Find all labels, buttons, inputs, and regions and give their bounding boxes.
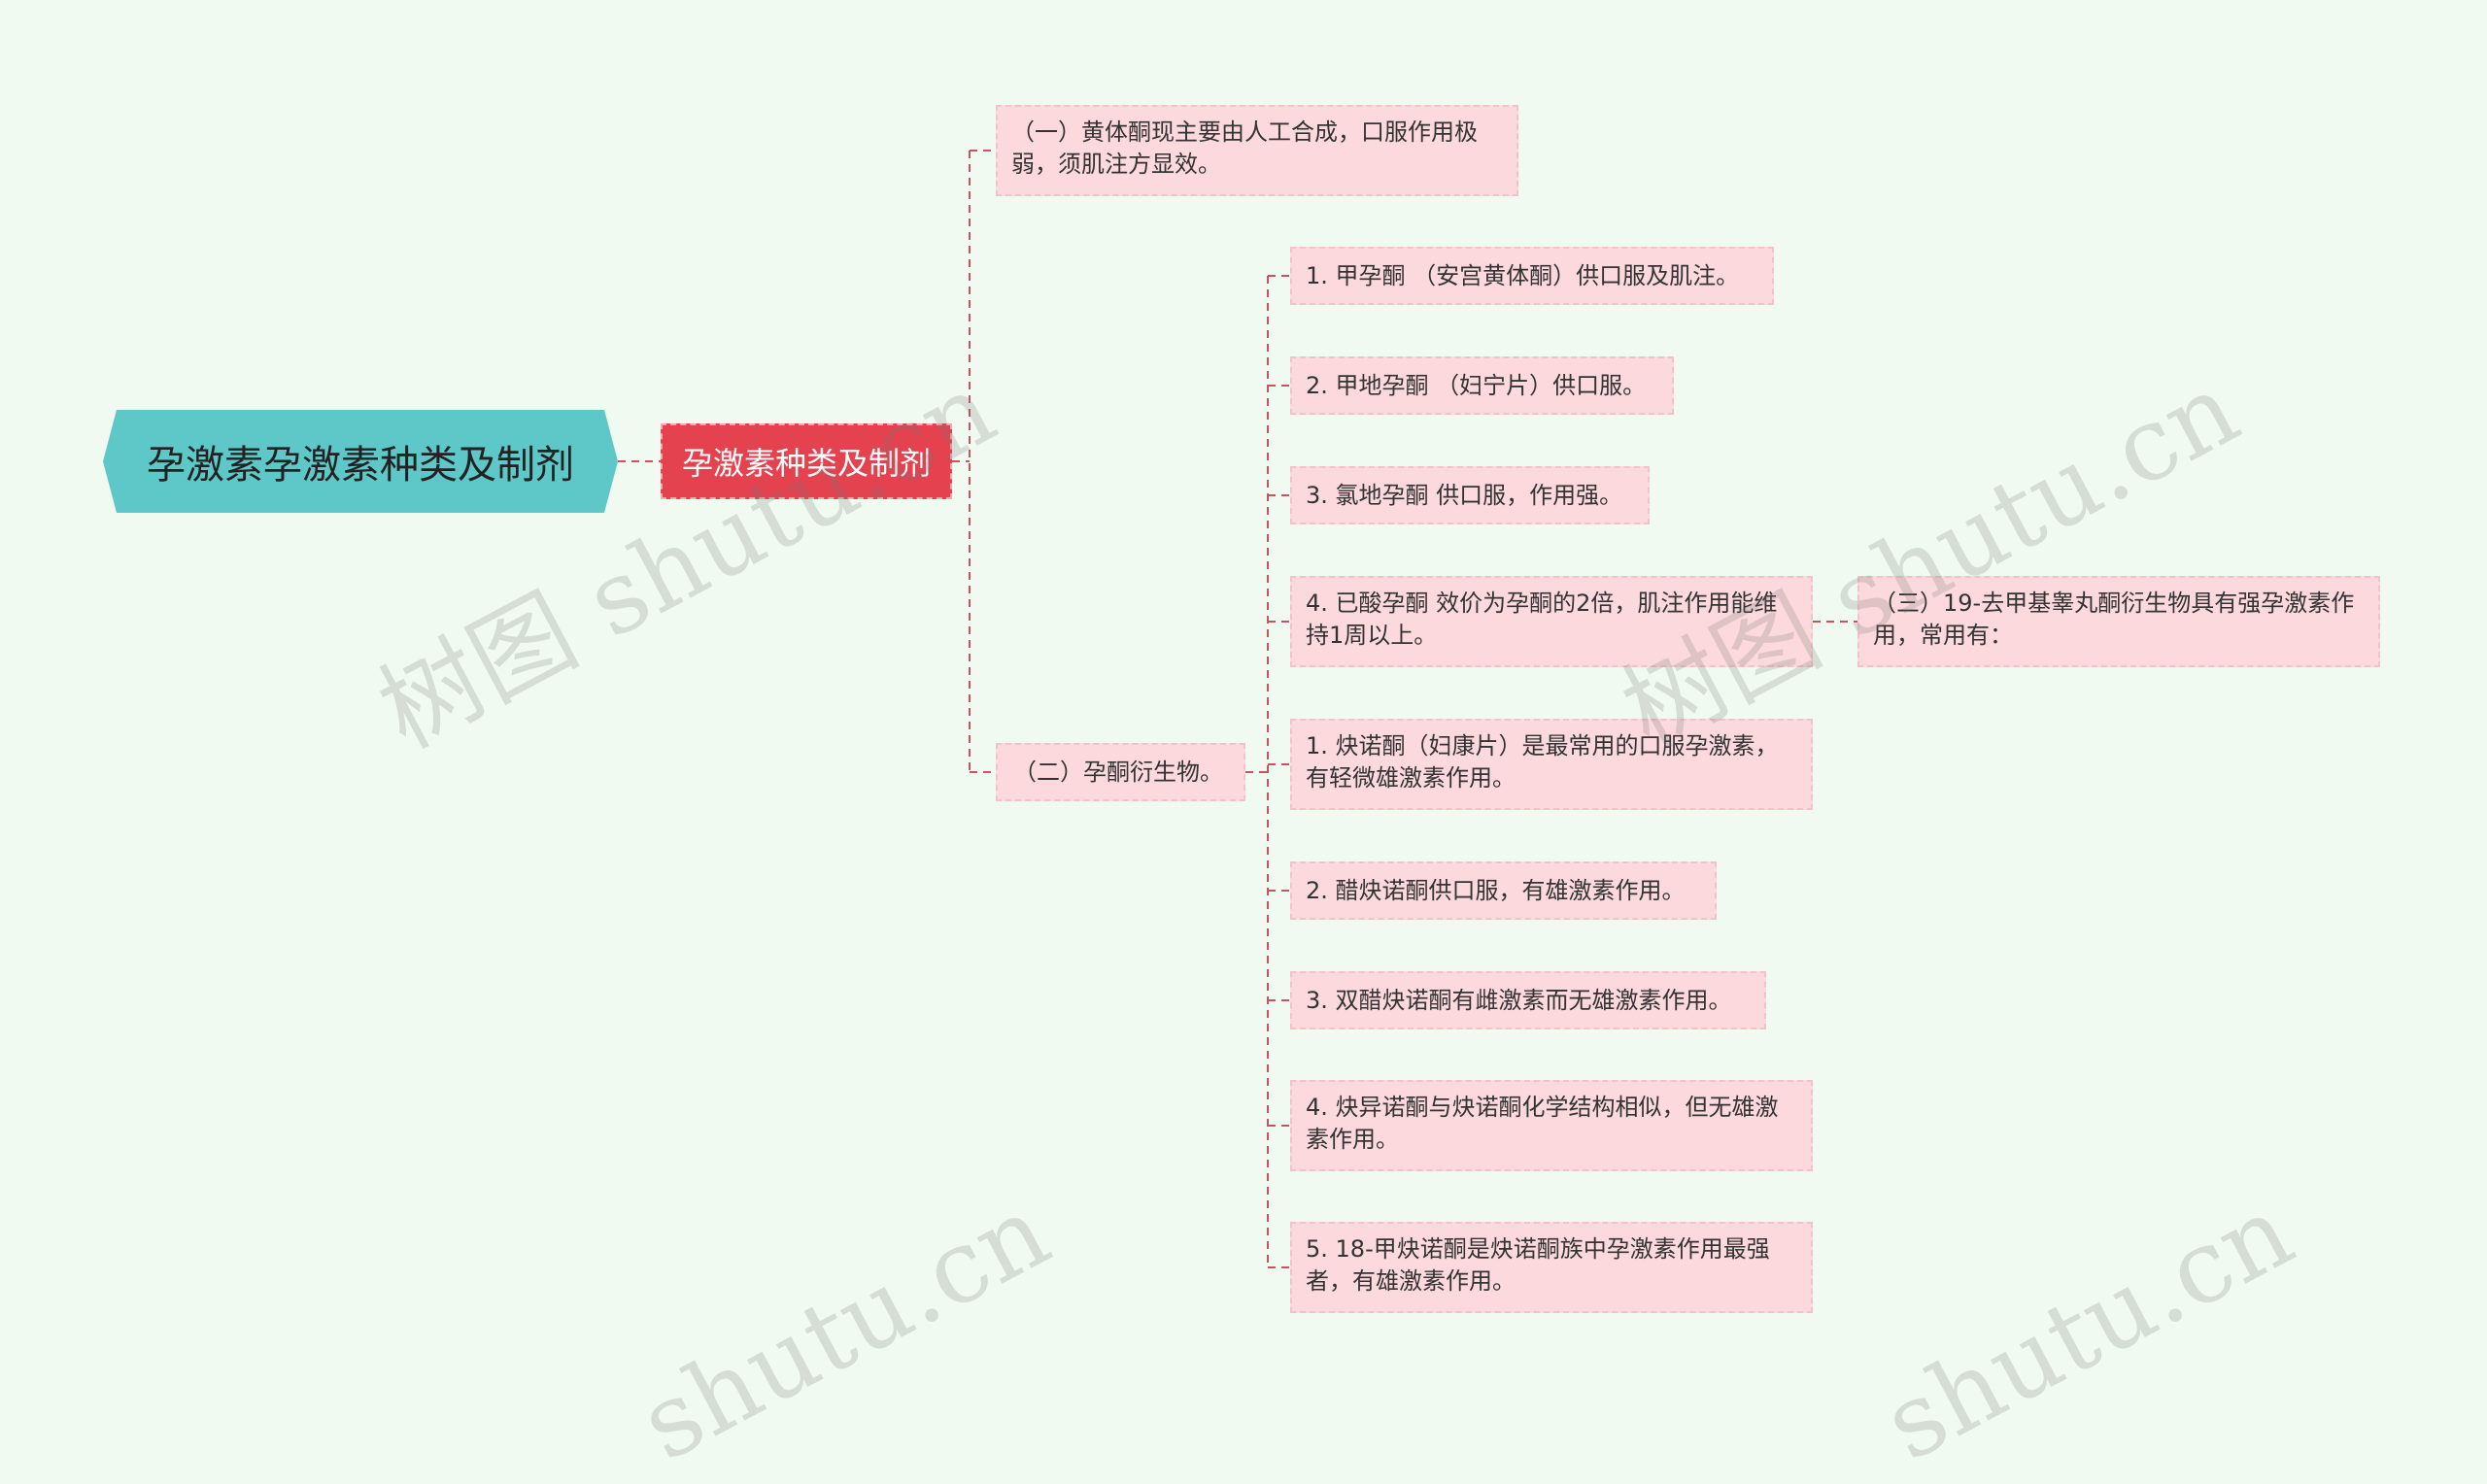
branch-2-node[interactable]: （二）孕酮衍生物。 [996,743,1245,801]
main-topic-node[interactable]: 孕激素种类及制剂 [661,423,952,499]
item-label: 3. 氯地孕酮 供口服，作用强。 [1306,482,1623,509]
item-label: 5. 18-甲炔诺酮是炔诺酮族中孕激素作用最强者，有雄激素作用。 [1306,1235,1770,1295]
list-item[interactable]: 3. 氯地孕酮 供口服，作用强。 [1290,466,1650,524]
list-item[interactable]: 2. 甲地孕酮 （妇宁片）供口服。 [1290,356,1674,415]
branch-1-label: （一）黄体酮现主要由人工合成，口服作用极弱，须肌注方显效。 [1011,118,1478,178]
item-label: 4. 炔异诺酮与炔诺酮化学结构相似，但无雄激素作用。 [1306,1094,1779,1153]
list-item[interactable]: 5. 18-甲炔诺酮是炔诺酮族中孕激素作用最强者，有雄激素作用。 [1290,1222,1813,1313]
item-label: 2. 甲地孕酮 （妇宁片）供口服。 [1306,372,1647,399]
list-item[interactable]: 1. 甲孕酮 （安宫黄体酮）供口服及肌注。 [1290,247,1774,305]
root-label: 孕激素孕激素种类及制剂 [147,443,574,488]
branch-1-node[interactable]: （一）黄体酮现主要由人工合成，口服作用极弱，须肌注方显效。 [996,105,1518,196]
mindmap-connectors [618,150,1857,1268]
list-item[interactable]: 4. 炔异诺酮与炔诺酮化学结构相似，但无雄激素作用。 [1290,1080,1813,1171]
list-item[interactable]: 1. 炔诺酮（妇康片）是最常用的口服孕激素，有轻微雄激素作用。 [1290,719,1813,810]
item-label: 1. 炔诺酮（妇康片）是最常用的口服孕激素，有轻微雄激素作用。 [1306,732,1779,792]
item-label: 3. 双醋炔诺酮有雌激素而无雄激素作用。 [1306,987,1732,1014]
branch-2-label: （二）孕酮衍生物。 [1013,759,1223,786]
sub-item-label: （三）19-去甲基睾丸酮衍生物具有强孕激素作用，常用有： [1873,590,2355,649]
item-label: 4. 已酸孕酮 效价为孕酮的2倍，肌注作用能维持1周以上。 [1306,590,1778,649]
list-item[interactable]: 4. 已酸孕酮 效价为孕酮的2倍，肌注作用能维持1周以上。 [1290,576,1813,667]
connector-branch2-items [1245,275,1290,1268]
sub-item-node[interactable]: （三）19-去甲基睾丸酮衍生物具有强孕激素作用，常用有： [1857,576,2380,667]
main-topic-label: 孕激素种类及制剂 [681,445,931,482]
item-label: 2. 醋炔诺酮供口服，有雄激素作用。 [1306,877,1686,904]
item-label: 1. 甲孕酮 （安宫黄体酮）供口服及肌注。 [1306,262,1740,289]
connector-main-branches [952,150,996,773]
list-item[interactable]: 2. 醋炔诺酮供口服，有雄激素作用。 [1290,861,1717,920]
list-item[interactable]: 3. 双醋炔诺酮有雌激素而无雄激素作用。 [1290,971,1766,1029]
root-node[interactable]: 孕激素孕激素种类及制剂 [103,410,618,513]
